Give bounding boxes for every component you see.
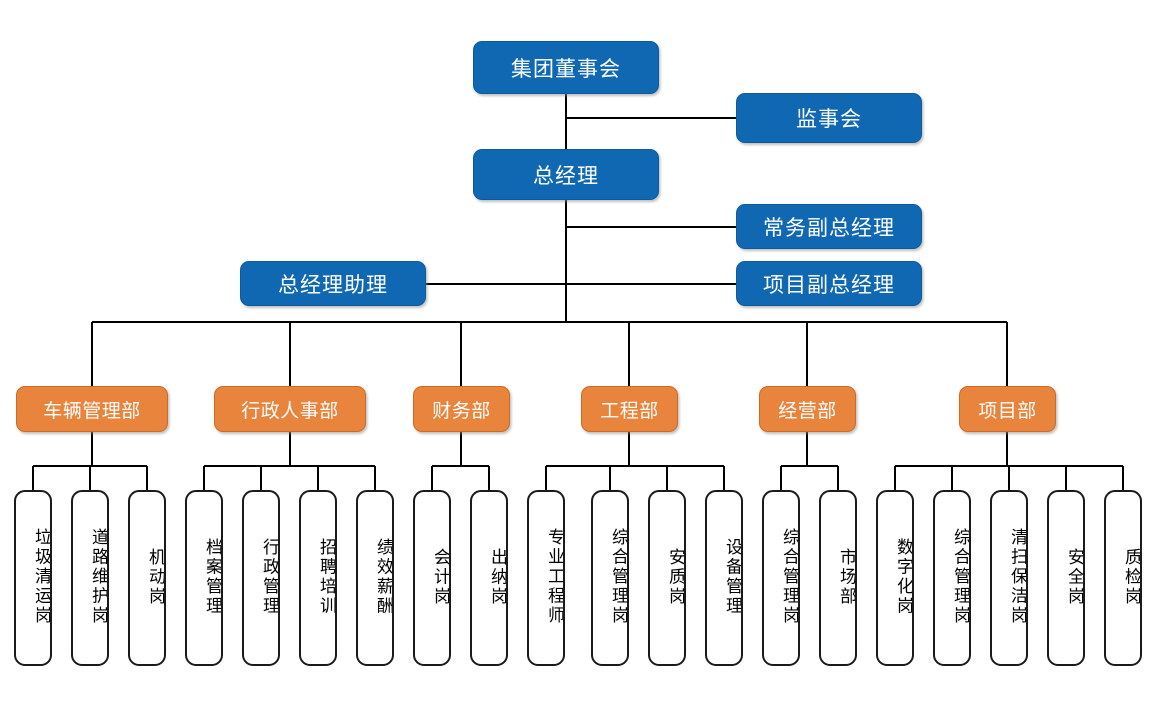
position-label: 道路维护岗 — [89, 528, 108, 626]
position-box[interactable]: 市场部 — [819, 490, 857, 666]
position-label: 市场部 — [837, 547, 856, 607]
node-gm-assistant-label: 总经理助理 — [278, 273, 388, 297]
position-label: 机动岗 — [146, 547, 165, 607]
position-box[interactable]: 行政管理 — [242, 490, 280, 666]
position-box[interactable]: 招聘培训 — [299, 490, 337, 666]
position-box[interactable]: 综合管理岗 — [762, 490, 800, 666]
node-gm-assistant[interactable]: 总经理助理 — [240, 261, 426, 306]
node-group-board[interactable]: 集团董事会 — [473, 41, 659, 94]
department-admin-hr[interactable]: 行政人事部 — [214, 386, 366, 432]
department-finance-label: 财务部 — [432, 400, 491, 422]
position-box[interactable]: 会计岗 — [413, 490, 451, 666]
position-box[interactable]: 综合管理岗 — [591, 490, 629, 666]
position-label: 垃圾清运岗 — [32, 528, 51, 626]
node-supervisory-board-label: 监事会 — [796, 108, 862, 131]
position-label: 综合管理岗 — [780, 528, 799, 626]
node-executive-deputy-gm-label: 常务副总经理 — [763, 216, 895, 240]
position-label: 数字化岗 — [894, 538, 913, 616]
node-group-board-label: 集团董事会 — [511, 57, 621, 81]
department-finance[interactable]: 财务部 — [413, 386, 510, 432]
position-box[interactable]: 安全岗 — [1047, 490, 1085, 666]
position-box[interactable]: 专业工程师 — [527, 490, 565, 666]
position-label: 综合管理岗 — [951, 528, 970, 626]
department-engineering-label: 工程部 — [600, 400, 659, 422]
position-label: 设备管理 — [723, 538, 742, 616]
node-general-manager[interactable]: 总经理 — [473, 149, 659, 200]
position-label: 质检岗 — [1122, 547, 1141, 607]
position-box[interactable]: 出纳岗 — [470, 490, 508, 666]
position-box[interactable]: 清扫保洁岗 — [990, 490, 1028, 666]
position-label: 档案管理 — [203, 538, 222, 616]
node-executive-deputy-gm[interactable]: 常务副总经理 — [736, 204, 922, 249]
position-box[interactable]: 道路维护岗 — [71, 490, 109, 666]
position-box[interactable]: 安质岗 — [648, 490, 686, 666]
position-box[interactable]: 绩效薪酬 — [356, 490, 394, 666]
position-label: 专业工程师 — [545, 528, 564, 626]
position-box[interactable]: 机动岗 — [128, 490, 166, 666]
department-project-label: 项目部 — [978, 400, 1037, 422]
position-label: 出纳岗 — [488, 547, 507, 607]
position-box[interactable]: 综合管理岗 — [933, 490, 971, 666]
position-box[interactable]: 垃圾清运岗 — [14, 490, 52, 666]
position-label: 会计岗 — [431, 547, 450, 607]
position-label: 招聘培训 — [317, 538, 336, 616]
node-project-deputy-gm-label: 项目副总经理 — [763, 273, 895, 297]
node-supervisory-board[interactable]: 监事会 — [736, 93, 922, 143]
department-vehicle-label: 车辆管理部 — [43, 400, 141, 422]
position-label: 行政管理 — [260, 538, 279, 616]
node-project-deputy-gm[interactable]: 项目副总经理 — [736, 261, 922, 306]
position-label: 安全岗 — [1065, 547, 1084, 607]
department-vehicle[interactable]: 车辆管理部 — [16, 386, 168, 432]
department-admin-hr-label: 行政人事部 — [241, 400, 339, 422]
department-operations-label: 经营部 — [778, 400, 837, 422]
position-label: 综合管理岗 — [609, 528, 628, 626]
position-label: 安质岗 — [666, 547, 685, 607]
position-box[interactable]: 档案管理 — [185, 490, 223, 666]
position-label: 清扫保洁岗 — [1008, 528, 1027, 626]
department-operations[interactable]: 经营部 — [759, 386, 856, 432]
department-engineering[interactable]: 工程部 — [581, 386, 678, 432]
department-project[interactable]: 项目部 — [959, 386, 1056, 432]
position-label: 绩效薪酬 — [374, 538, 393, 616]
position-box[interactable]: 设备管理 — [705, 490, 743, 666]
position-box[interactable]: 数字化岗 — [876, 490, 914, 666]
position-box[interactable]: 质检岗 — [1104, 490, 1142, 666]
node-general-manager-label: 总经理 — [533, 164, 599, 188]
